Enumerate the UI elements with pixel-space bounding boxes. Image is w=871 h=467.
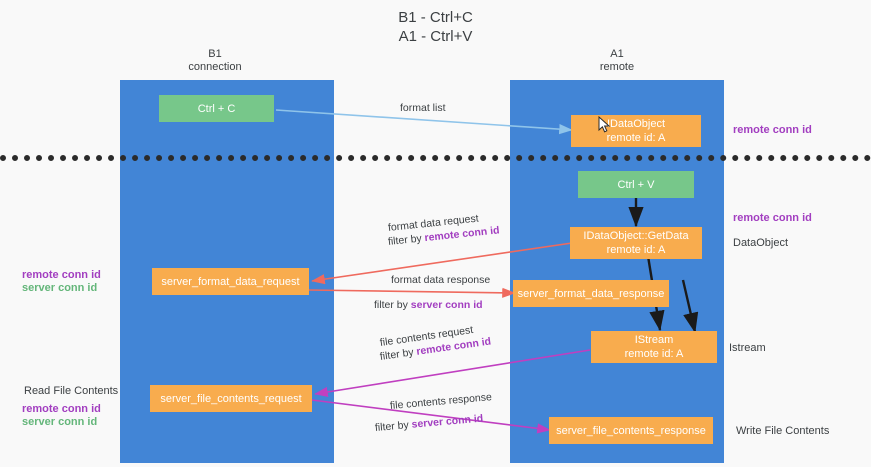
edge-label-format-list: format list: [400, 102, 446, 114]
edge-label-file-contents-request-prefix: filter by: [379, 345, 418, 363]
node-istream-label: IStream: [634, 334, 674, 346]
column-header-a1: A1 remote: [599, 48, 635, 73]
node-getdata-sublabel: remote id: A: [606, 244, 666, 256]
node-istream-sublabel: remote id: A: [624, 348, 684, 360]
node-istream[interactable]: IStream remote id: A: [591, 331, 717, 363]
node-server-file-contents-request[interactable]: server_file_contents_request: [150, 385, 312, 412]
annotation-remote-conn-id-mid: remote conn id: [733, 212, 812, 224]
column-header-b1: B1 connection: [188, 48, 242, 73]
node-server-file-contents-request-label: server_file_contents_request: [160, 392, 302, 405]
annotation-left-server-conn-id: server conn id: [22, 416, 98, 428]
mouse-cursor-icon: [598, 116, 611, 133]
annotation-dataobject: DataObject: [733, 237, 789, 249]
diagram-title: B1 - Ctrl+C A1 - Ctrl+V: [398, 9, 473, 45]
node-server-format-data-request-label: server_format_data_request: [161, 275, 300, 288]
edge-label-format-data-response-prefix: filter by: [374, 299, 411, 311]
node-ctrl-c-label: Ctrl + C: [197, 102, 236, 115]
node-ctrl-v[interactable]: Ctrl + V: [578, 171, 694, 198]
edge-label-file-contents-response-line1: file contents response: [389, 391, 493, 412]
edge-label-file-contents-response-prefix: filter by: [374, 418, 413, 434]
annotation-read-file-contents: Read File Contents: [24, 385, 119, 397]
annotation-left-mid-server-conn-id: server conn id: [22, 282, 98, 294]
node-getdata[interactable]: IDataObject::GetData remote id: A: [570, 227, 702, 259]
annotation-remote-conn-id-top: remote conn id: [733, 124, 812, 136]
edge-label-file-contents-response-highlight: server conn id: [411, 412, 484, 431]
annotation-write-file-contents: Write File Contents: [736, 425, 830, 437]
node-idataobject[interactable]: IDataObject remote id: A: [571, 115, 701, 147]
node-ctrl-v-label: Ctrl + V: [617, 178, 655, 191]
annotation-left-mid-remote-conn-id: remote conn id: [22, 269, 101, 281]
node-server-file-contents-response-label: server_file_contents_response: [556, 424, 706, 437]
edge-label-file-contents-response-line2: filter by server conn id: [374, 412, 483, 435]
node-getdata-label: IDataObject::GetData: [583, 230, 689, 242]
node-server-format-data-request[interactable]: server_format_data_request: [152, 268, 309, 295]
annotation-istream: Istream: [729, 342, 766, 354]
node-ctrl-c[interactable]: Ctrl + C: [159, 95, 274, 122]
edge-label-format-data-request-prefix: filter by: [387, 232, 426, 248]
edge-label-format-data-response-line2: filter by server conn id: [374, 298, 483, 312]
edge-label-format-data-response-highlight: server conn id: [410, 299, 483, 311]
node-server-file-contents-response[interactable]: server_file_contents_response: [549, 417, 713, 444]
node-server-format-data-response-label: server_format_data_response: [517, 287, 665, 300]
node-server-format-data-response[interactable]: server_format_data_response: [513, 280, 669, 307]
annotation-left-remote-conn-id: remote conn id: [22, 403, 101, 415]
edge-label-format-data-response-line1: format data response: [391, 274, 491, 286]
node-idataobject-sublabel: remote id: A: [606, 132, 666, 144]
node-idataobject-label: IDataObject: [606, 118, 666, 130]
phase-divider: [0, 155, 871, 161]
